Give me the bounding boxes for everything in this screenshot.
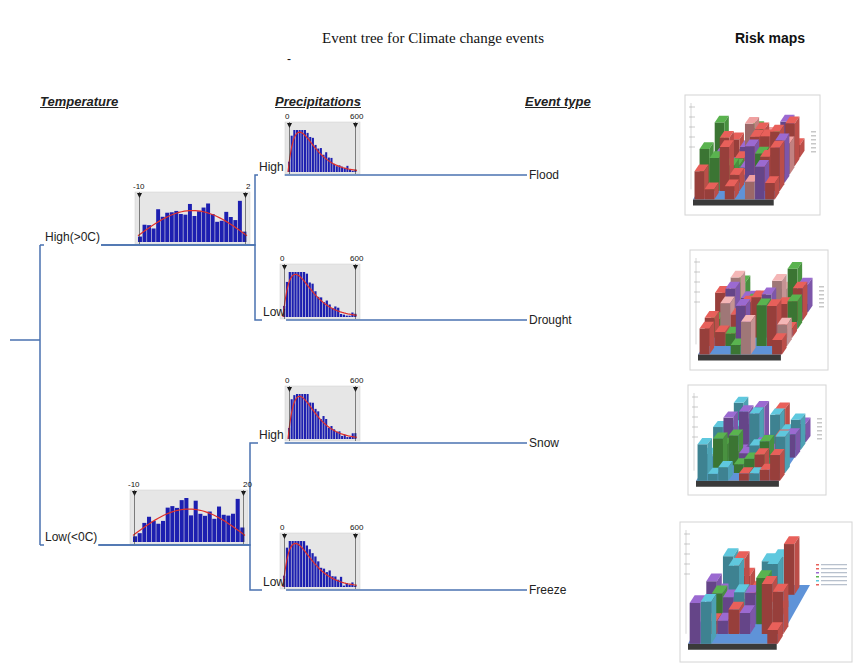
axis-tick: 600	[350, 254, 363, 264]
axis-tick: -10	[128, 480, 140, 490]
tree-branch	[101, 245, 262, 320]
node-text: High	[259, 160, 284, 174]
risk-map	[685, 95, 820, 215]
event-label: Drought	[528, 313, 573, 327]
axis-tick: 0	[285, 112, 289, 122]
histogram	[280, 264, 360, 319]
axis-tick: 600	[350, 376, 363, 386]
title: Event tree for Climate change events	[322, 30, 544, 47]
axis-tick: 0	[285, 376, 289, 386]
branch-label: Low	[262, 305, 286, 319]
axis-tick: 0	[280, 523, 284, 533]
event-label: Snow	[528, 436, 560, 450]
histogram	[285, 122, 360, 174]
tree-branch	[285, 174, 527, 176]
node-text: High	[259, 428, 284, 442]
event-label: Flood	[528, 168, 560, 182]
histogram	[130, 490, 248, 544]
node-text: Low	[263, 305, 285, 319]
histogram	[135, 192, 250, 244]
axis-tick: 600	[350, 112, 363, 122]
histogram	[280, 533, 360, 589]
tree-trunk	[10, 245, 44, 545]
node-text: Flood	[529, 168, 559, 182]
axis-tick: 600	[350, 523, 363, 533]
branch-label: Low	[262, 575, 286, 589]
branch-label: High	[258, 160, 285, 174]
node-text: Drought	[529, 313, 572, 327]
axis-tick: 2	[246, 182, 250, 192]
branch-label: High	[258, 428, 285, 442]
axis-tick: 0	[280, 254, 284, 264]
axis-tick: 20	[243, 480, 252, 490]
event-label: Freeze	[528, 583, 567, 597]
node-text: Low	[263, 575, 285, 589]
node-text: Snow	[529, 436, 559, 450]
tree-branch	[98, 545, 262, 590]
risk-map	[690, 250, 828, 370]
branch-label: High(>0C)	[44, 230, 101, 244]
risk-map	[680, 522, 852, 662]
column-header: Precipitations	[275, 94, 361, 109]
tree-branch	[285, 442, 527, 444]
node-text: High(>0C)	[45, 230, 100, 244]
branch-label: Low(<0C)	[44, 530, 98, 544]
risk-map	[688, 385, 826, 495]
axis-tick: -10	[133, 182, 145, 192]
column-header: Temperature	[40, 94, 118, 109]
histogram	[285, 386, 360, 441]
tree-branch	[286, 589, 527, 591]
tree-branch	[286, 319, 527, 321]
panel-heading: Risk maps	[735, 30, 805, 46]
node-text: Low(<0C)	[45, 530, 97, 544]
column-header: Event type	[525, 94, 591, 109]
tree-branch	[98, 443, 258, 545]
node-text: Freeze	[529, 583, 566, 597]
dash-mark: -	[287, 52, 291, 66]
tree-branch	[101, 175, 258, 245]
